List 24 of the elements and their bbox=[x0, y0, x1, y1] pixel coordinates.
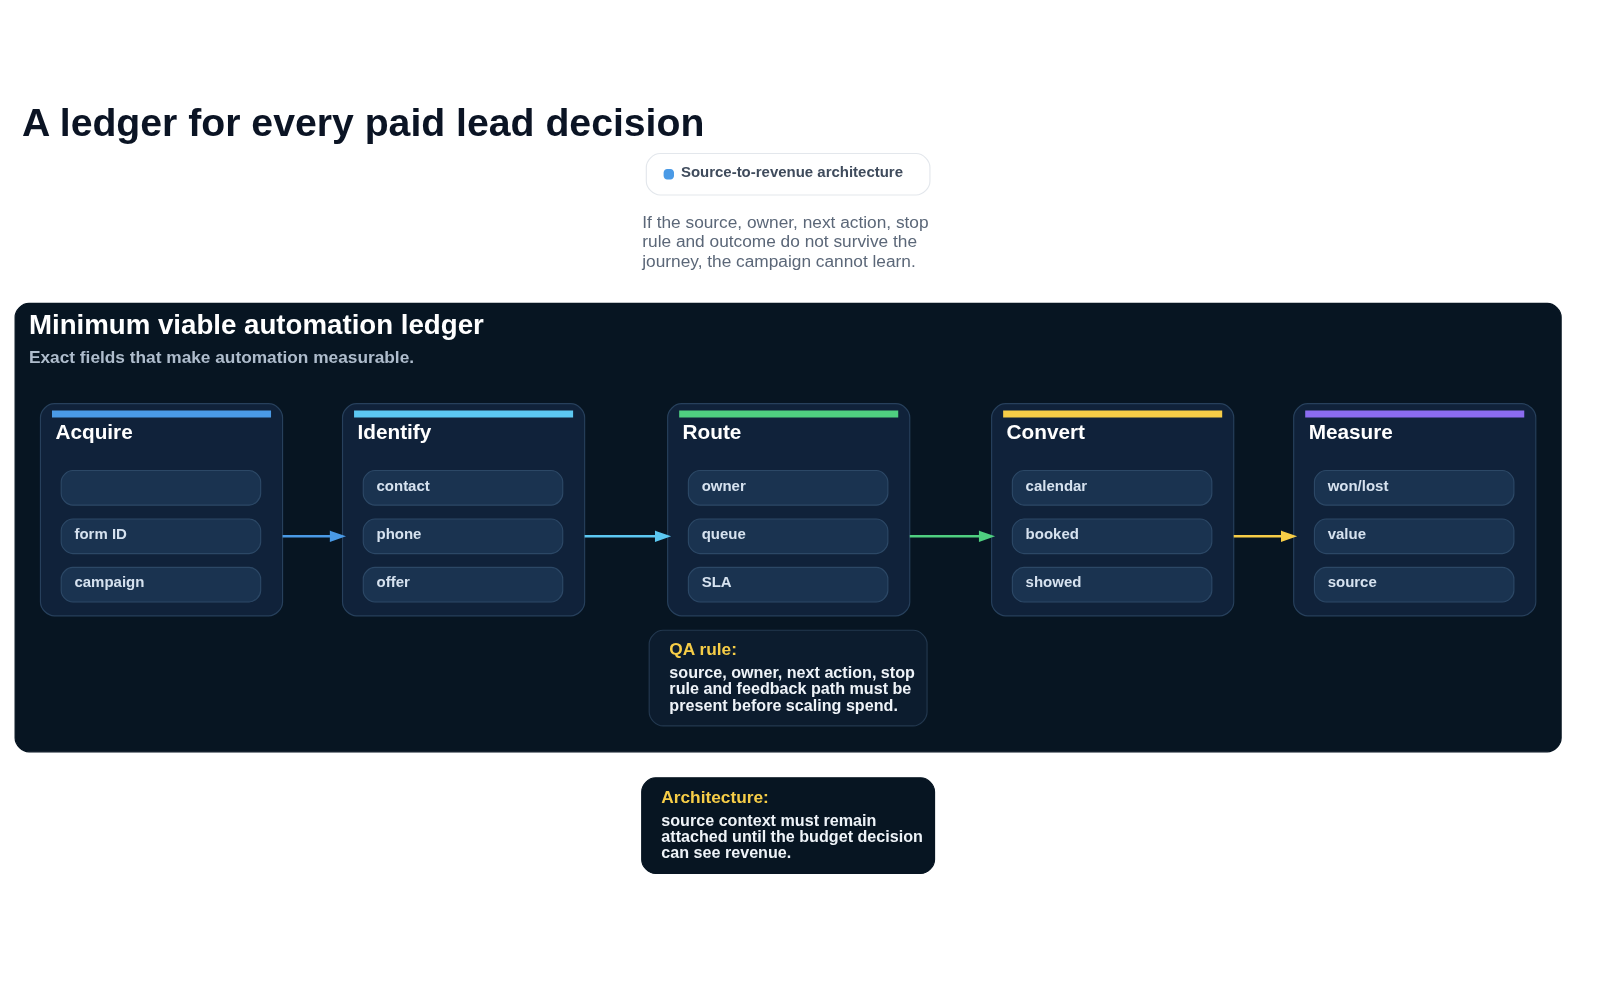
arrow bbox=[282, 530, 346, 542]
node-box: showed bbox=[1011, 566, 1213, 603]
node-box: QA rule: source, owner, next action, stop rule and feedback path must be present before scaling spend. bbox=[648, 629, 928, 727]
node-box: value bbox=[1313, 518, 1515, 555]
node-box: calendar bbox=[1011, 469, 1213, 506]
arrow bbox=[1233, 530, 1298, 542]
node-box: phone bbox=[362, 518, 564, 555]
node-box: form ID bbox=[60, 518, 262, 555]
node-box: source bbox=[1313, 566, 1515, 603]
node-box bbox=[60, 469, 262, 506]
node-box: campaign bbox=[60, 566, 262, 603]
node-box: won/lost bbox=[1313, 469, 1515, 506]
label: If the source, owner, next action, stop rule and outcome do not survive the journey, the campaign cannot learn. bbox=[642, 211, 929, 272]
node-box: SLA bbox=[687, 566, 889, 603]
node-box: owner bbox=[687, 469, 889, 506]
node-box: offer bbox=[362, 566, 564, 603]
node-box: queue bbox=[687, 518, 889, 555]
arrow bbox=[909, 530, 996, 542]
node-box: Source-to-revenue architecture bbox=[645, 152, 931, 196]
node-box: Architecture: source context must remain attached until the budget decision can see revenue. bbox=[641, 777, 936, 875]
node-box: contact bbox=[362, 469, 564, 506]
node-box: booked bbox=[1011, 518, 1213, 555]
diagram-title: A ledger for every paid lead decision bbox=[22, 101, 705, 145]
arrow bbox=[584, 530, 672, 542]
